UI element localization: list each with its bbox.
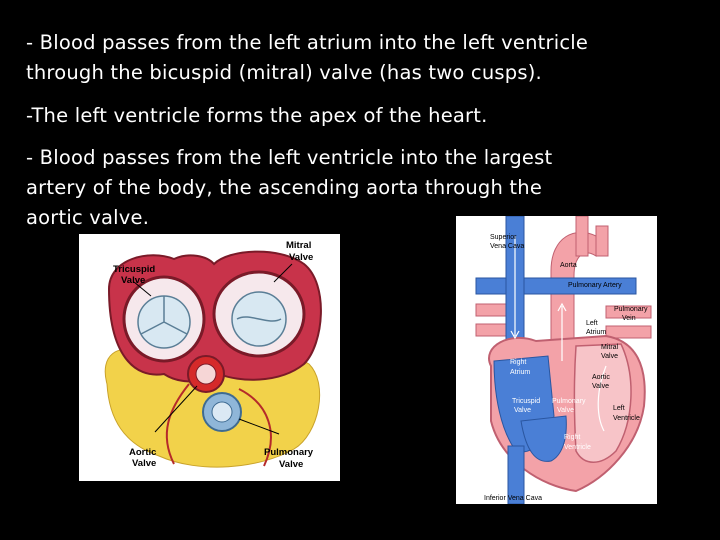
label-left-atrium-line2: Atrium: [586, 329, 606, 336]
aortic-valve-cusps: [195, 363, 217, 385]
label-svc-line1: Superior: [490, 234, 517, 241]
label-left-atrium-line1: Left: [586, 320, 598, 327]
right-ventricle-chamber: [520, 415, 567, 462]
label-tricuspid-line1: Tricuspid: [113, 264, 155, 275]
label-aortic-line2: Valve: [132, 458, 156, 469]
label-right-atrium-line2: Atrium: [510, 369, 530, 376]
label-pulmonary-line1: Pulmonary: [264, 447, 314, 458]
pulmonary-vein: [605, 325, 652, 339]
paragraph-line: - Blood passes from the left atrium into…: [26, 31, 589, 54]
heart-anatomy-illustration: Superior Vena Cava Aorta Pulmonary Arter…: [475, 216, 652, 504]
label-pulmonary-vein-line1: Pulmonary: [614, 306, 648, 313]
label-aortic-line1: Aortic: [129, 447, 156, 458]
coronary-vessel: [165, 383, 190, 465]
aortic-branch: [575, 216, 589, 257]
label-ivc: Inferior Vena Cava: [484, 495, 542, 502]
label-aorta: Aorta: [560, 262, 577, 269]
label-aortic-valve-line2: Valve: [592, 383, 609, 390]
label-pulmonary-line2: Valve: [279, 459, 303, 470]
label-svc-line2: Vena Cava: [490, 243, 524, 250]
heart-valves-figure: Tricuspid Valve Mitral Valve Aortic Valv…: [79, 234, 340, 481]
leader-line: [273, 263, 293, 283]
label-pulmonary-valve-line1: Pulmonary: [552, 398, 586, 405]
label-pulmonary-artery: Pulmonary Artery: [568, 282, 622, 289]
leader-line: [238, 418, 280, 435]
mitral-cusp-line: [236, 316, 282, 322]
label-right-atrium-line1: Right: [510, 359, 526, 366]
label-mitral-line2: Valve: [289, 252, 313, 263]
heart-valves-illustration: Tricuspid Valve Mitral Valve Aortic Valv…: [104, 240, 322, 470]
paragraph-apex: -The left ventricle forms the apex of th…: [26, 101, 488, 131]
tricuspid-cusp-lines: [140, 296, 188, 335]
label-pulmonary-valve-line2: Valve: [557, 407, 574, 414]
coronary-vessel: [238, 388, 272, 467]
inferior-vena-cava: [507, 445, 525, 504]
label-aortic-valve-line1: Aortic: [592, 374, 610, 381]
label-tricuspid-line2: Valve: [121, 275, 145, 286]
label-tricuspid-valve-line1: Tricuspid: [512, 398, 540, 405]
left-heart-chambers: [573, 343, 632, 463]
flow-arrows: [510, 236, 607, 432]
paragraph-aortic-flow: - Blood passes from the left ventricle i…: [26, 143, 552, 233]
label-mitral-valve-line1: Mitral: [601, 344, 619, 351]
paragraph-line: artery of the body, the ascending aorta …: [26, 176, 543, 199]
paragraph-line: - Blood passes from the left ventricle i…: [26, 146, 553, 169]
paragraph-line: through the bicuspid (mitral) valve (has…: [26, 61, 542, 84]
pulmonary-vein: [605, 305, 652, 319]
label-mitral-valve-line2: Valve: [601, 353, 618, 360]
label-right-ventricle-line2: Ventricle: [564, 444, 591, 451]
pulmonary-valve-cusps: [211, 401, 233, 423]
paragraph-line: -The left ventricle forms the apex of th…: [26, 104, 488, 127]
aortic-branch: [595, 225, 609, 257]
label-right-ventricle-line1: Right: [564, 434, 580, 441]
label-pulmonary-vein-line2: Vein: [622, 315, 636, 322]
leader-line: [154, 385, 198, 433]
label-tricuspid-valve-line2: Valve: [514, 407, 531, 414]
label-left-ventricle-line2: Ventricle: [613, 415, 640, 422]
heart-anatomy-figure: Superior Vena Cava Aorta Pulmonary Arter…: [456, 216, 657, 504]
paragraph-line: aortic valve.: [26, 206, 150, 229]
label-left-ventricle-line1: Left: [613, 405, 625, 412]
paragraph-mitral-flow: - Blood passes from the left atrium into…: [26, 28, 588, 88]
label-mitral-line1: Mitral: [286, 240, 311, 251]
leader-line: [133, 281, 152, 297]
